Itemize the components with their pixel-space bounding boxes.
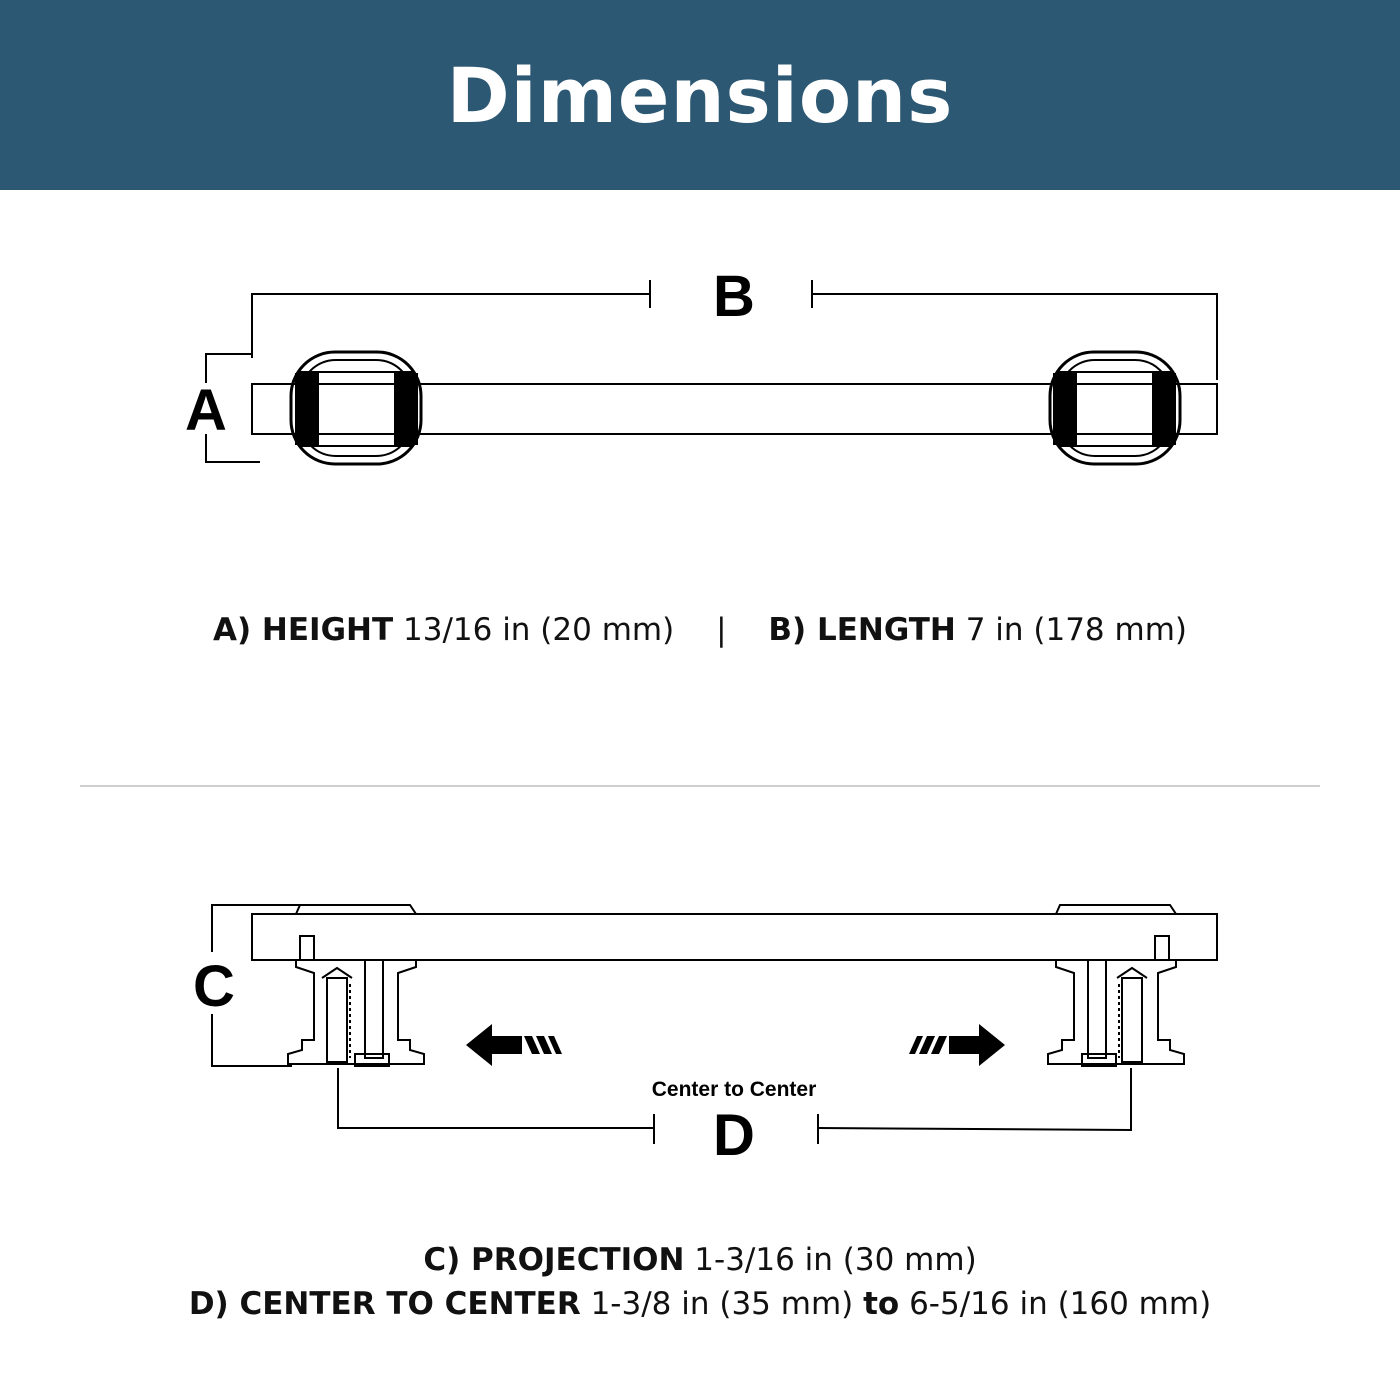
left-post [289,350,423,466]
dimension-line-b [251,280,1218,380]
dimension-label-d: D [713,1103,755,1168]
spec-center-max: 6-5/16 in (160 mm) [909,1286,1212,1322]
dimension-line-a [205,353,260,463]
dimension-label-c: C [193,954,235,1019]
spec-separator: | [716,612,727,648]
arrow-right-icon [909,1024,1005,1066]
spec-height-value: 13/16 in (20 mm) [403,612,675,648]
spec-line-height-length: A) HEIGHT 13/16 in (20 mm) | B) LENGTH 7… [0,612,1400,648]
header-banner: Dimensions [0,0,1400,190]
spec-center-min: 1-3/8 in (35 mm) [590,1286,854,1322]
spec-line-center-to-center: D) CENTER TO CENTER 1-3/8 in (35 mm) to … [0,1286,1400,1322]
front-view-diagram: B A [185,264,1218,466]
handle-bar [251,383,1218,435]
dimension-label-b: B [713,264,755,329]
side-view-diagram: C D Center to Center [193,904,1218,1168]
spec-length-key: B) LENGTH [768,612,956,648]
dimension-line-d [337,1068,1132,1144]
right-post [1048,350,1182,466]
spec-projection-value: 1-3/16 in (30 mm) [694,1242,977,1278]
spec-length-value: 7 in (178 mm) [965,612,1187,648]
spec-center-joiner: to [863,1286,900,1322]
section-divider [80,785,1320,787]
center-to-center-label: Center to Center [652,1078,817,1101]
right-post-side [1047,959,1185,1067]
spec-line-projection: C) PROJECTION 1-3/16 in (30 mm) [0,1242,1400,1278]
arrow-left-icon [466,1024,562,1066]
spec-center-key: D) CENTER TO CENTER [188,1286,581,1322]
dimension-label-a: A [185,378,227,443]
left-post-side [287,959,425,1067]
spec-height-key: A) HEIGHT [212,612,394,648]
spec-projection-key: C) PROJECTION [423,1242,685,1278]
dimension-line-c [211,904,300,1067]
page-title: Dimensions [446,50,954,140]
handle-bar-side [251,913,1218,961]
